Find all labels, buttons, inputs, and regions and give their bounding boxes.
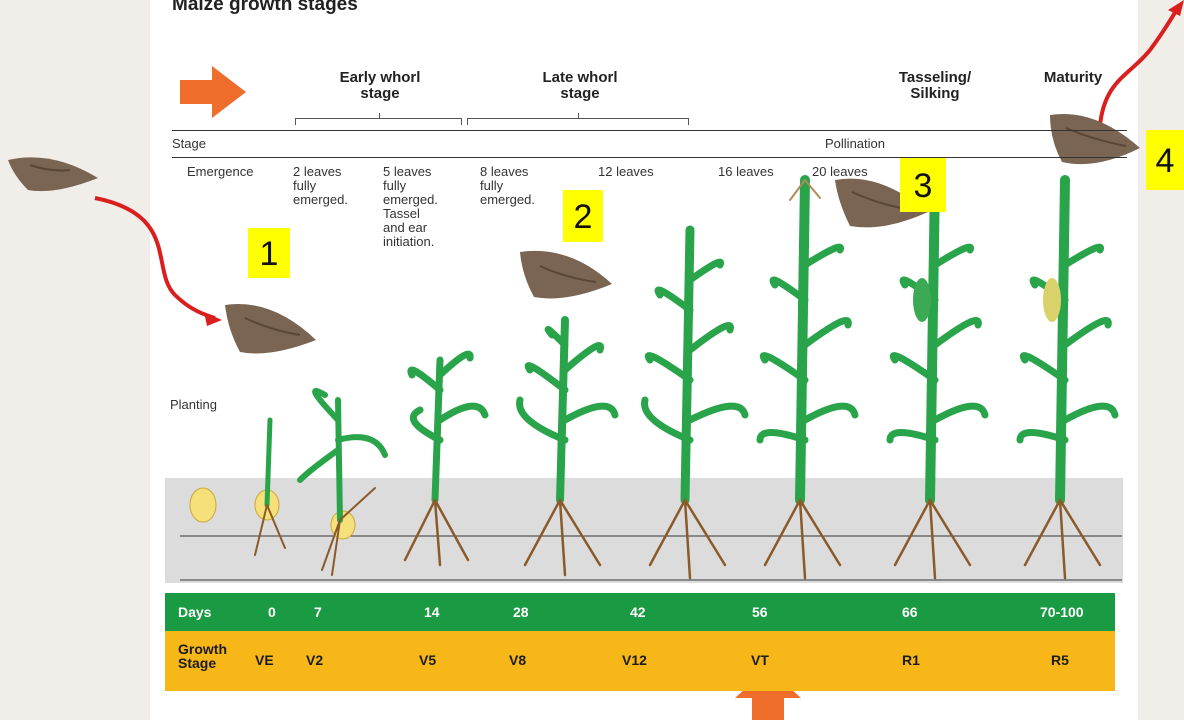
growth-stage-value: VT	[751, 652, 769, 668]
leaf-label-12-leaves: 12 leaves	[598, 165, 654, 179]
brace-early-whorl	[295, 118, 462, 125]
leaf-label-5-leaves: 5 leaves fully emerged. Tassel and ear i…	[383, 165, 438, 249]
pollination-label: Pollination	[825, 137, 885, 151]
moth-icon-start	[8, 157, 98, 191]
header-maturity: Maturity	[1028, 70, 1118, 86]
soil-band	[165, 478, 1123, 583]
header-early-whorl: Early whorl stage	[300, 70, 460, 102]
planting-label: Planting	[170, 398, 217, 412]
growth-stage-value: R5	[1051, 652, 1069, 668]
days-value: 28	[513, 604, 529, 620]
days-value: 14	[424, 604, 440, 620]
stage-row-bottom-line	[172, 157, 1127, 158]
moth-path-entry-arrowhead-icon	[204, 312, 222, 326]
moth-marker-2: 2	[563, 190, 603, 242]
days-value: 0	[268, 604, 276, 620]
seed-icon-1	[190, 488, 216, 522]
days-row: Days 0 7 14 28 42 56 66 70-100	[165, 593, 1115, 631]
leaf-label-8-leaves: 8 leaves fully emerged.	[480, 165, 535, 207]
moth-path-exit-arrowhead-icon	[1168, 0, 1184, 16]
days-value: 70-100	[1040, 604, 1084, 620]
growth-stage-row: Growth Stage VE V2 V5 V8 V12 VT R1 R5	[165, 631, 1115, 691]
moth-icon-1	[225, 304, 316, 354]
growth-stage-value: V8	[509, 652, 526, 668]
growth-stage-value: V2	[306, 652, 323, 668]
growth-stage-value: V5	[419, 652, 436, 668]
moth-path-exit	[1100, 8, 1178, 125]
moth-marker-1: 1	[248, 228, 290, 278]
header-tasseling-silking: Tasseling/ Silking	[860, 70, 1010, 102]
leaf-label-2-leaves: 2 leaves fully emerged.	[293, 165, 348, 207]
moth-marker-3: 3	[900, 158, 946, 212]
stage-label: Stage	[172, 137, 206, 151]
moth-marker-4: 4	[1146, 130, 1184, 190]
leaf-label-16-leaves: 16 leaves	[718, 165, 774, 179]
growth-stage-value: R1	[902, 652, 920, 668]
leaf-label-emergence: Emergence	[187, 165, 253, 179]
moth-icon-2	[520, 251, 612, 299]
leaf-label-20-leaves: 20 leaves	[812, 165, 868, 179]
start-arrow-icon	[180, 66, 246, 118]
days-value: 7	[314, 604, 322, 620]
growth-stage-value: V12	[622, 652, 647, 668]
header-late-whorl: Late whorl stage	[490, 70, 670, 102]
brace-late-whorl	[467, 118, 689, 125]
days-value: 66	[902, 604, 918, 620]
growth-stage-row-label: Growth Stage	[178, 642, 227, 670]
stage-row-top-line	[172, 130, 1127, 131]
days-row-label: Days	[178, 604, 211, 620]
days-value: 42	[630, 604, 646, 620]
days-value: 56	[752, 604, 768, 620]
moth-path-entry	[95, 198, 215, 318]
growth-stage-value: VE	[255, 652, 274, 668]
